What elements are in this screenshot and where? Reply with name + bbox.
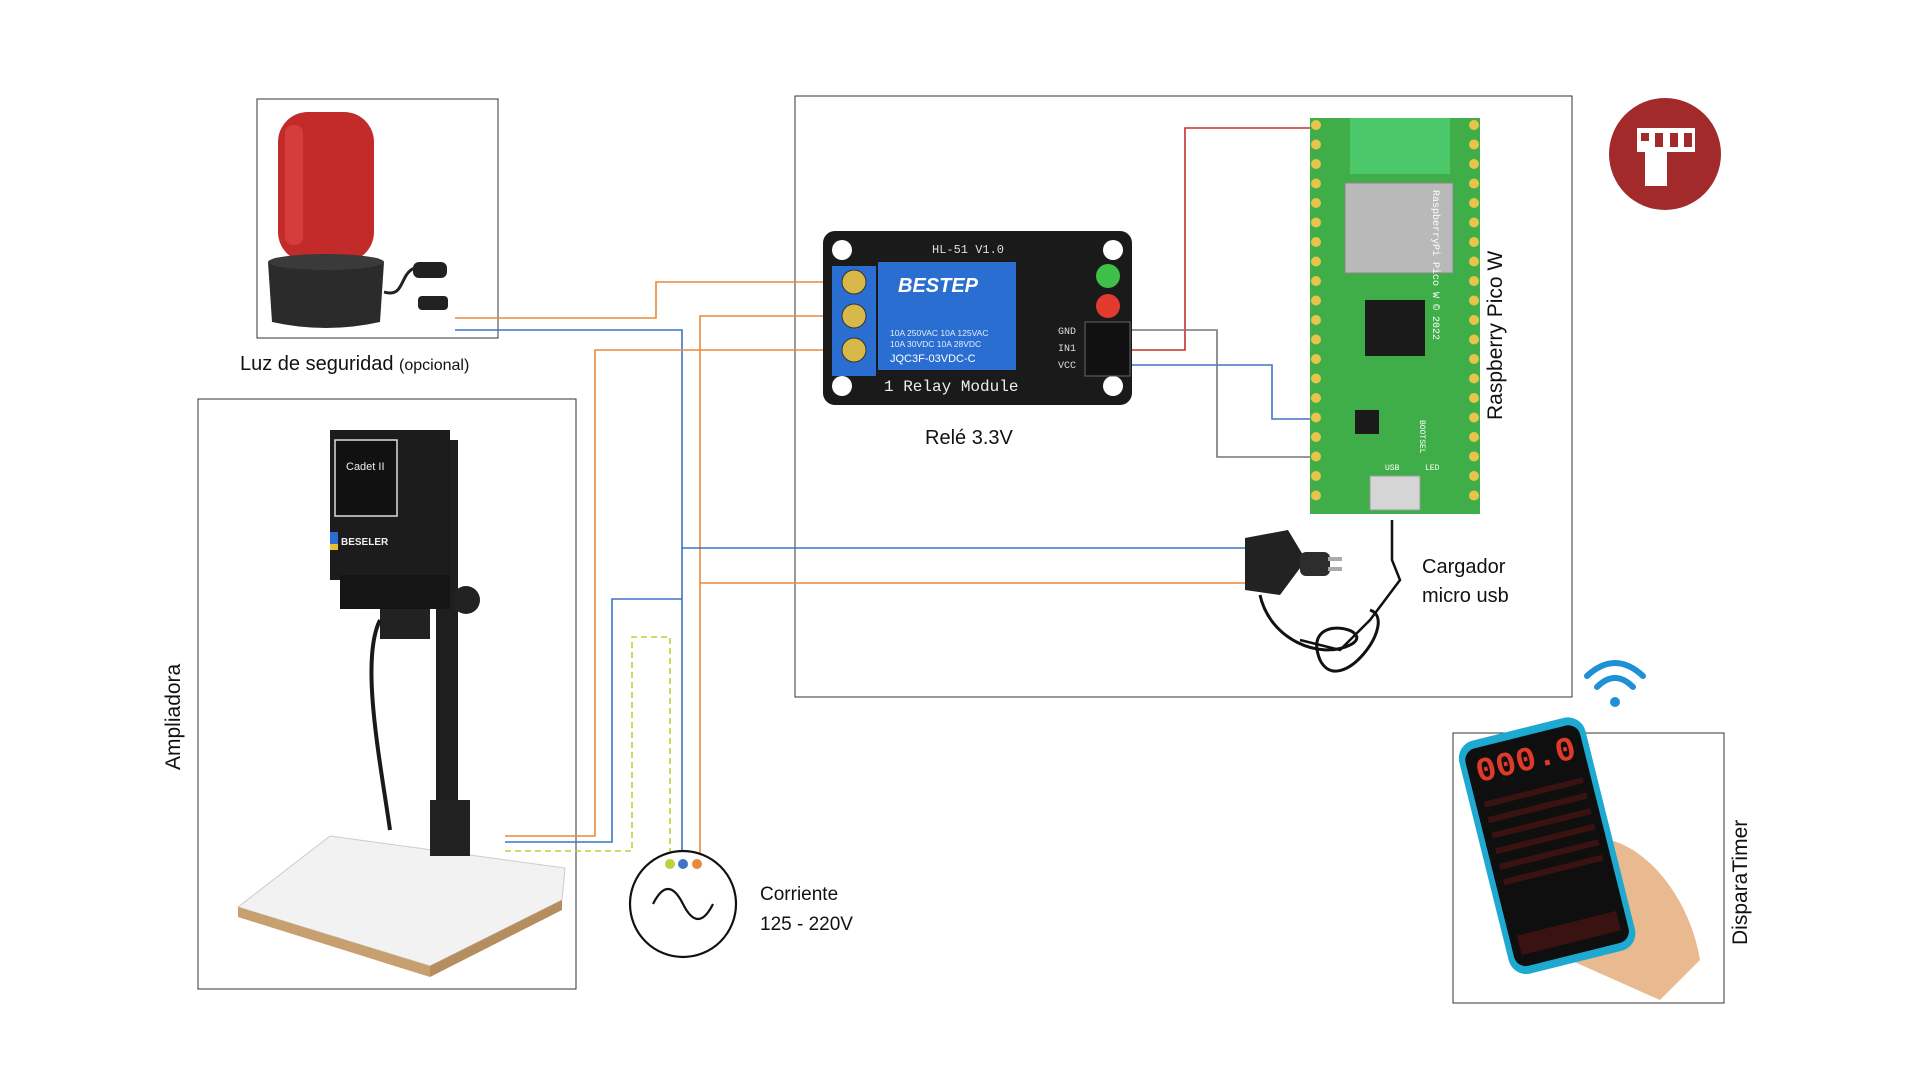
wire-blue-in1 bbox=[1130, 364, 1318, 420]
pico-pin bbox=[1469, 120, 1479, 130]
pico-pin bbox=[1469, 295, 1479, 306]
app-label: DisparaTimer bbox=[1729, 820, 1752, 945]
pico-pin bbox=[1311, 159, 1321, 169]
pico-pin bbox=[1469, 490, 1479, 501]
wire-gray-gnd bbox=[1130, 329, 1318, 458]
relay-brand-text: BESTEP bbox=[898, 275, 979, 297]
pico-pin bbox=[1469, 256, 1479, 267]
wire-orange-mains bbox=[699, 315, 832, 855]
charger-label-line1: Cargador bbox=[1422, 556, 1506, 578]
relay-pin-gnd: GND bbox=[1058, 327, 1076, 338]
relay-pin-vcc: VCC bbox=[1058, 361, 1076, 372]
pico-pin bbox=[1469, 315, 1479, 325]
wire-blue-light bbox=[455, 329, 683, 855]
pico-pin bbox=[1469, 432, 1479, 442]
relay-model-text: HL-51 V1.0 bbox=[932, 243, 1004, 257]
pico-pin bbox=[1469, 471, 1479, 481]
pico-pin bbox=[1469, 198, 1479, 208]
enlarger-model-text: Cadet II bbox=[346, 461, 385, 473]
relay-spec2-text: 10A 30VDC 10A 28VDC bbox=[890, 339, 981, 349]
wire-blue-enlarger bbox=[505, 598, 682, 843]
wire-ground bbox=[505, 636, 671, 855]
wires bbox=[455, 127, 1402, 855]
pico-pin bbox=[1469, 217, 1479, 228]
pico-pin bbox=[1311, 334, 1321, 345]
pico-pin bbox=[1469, 276, 1479, 286]
pico-pin bbox=[1311, 393, 1321, 403]
pico-pin bbox=[1311, 373, 1321, 384]
relay-pin-in1: IN1 bbox=[1058, 344, 1076, 355]
relay-label: Relé 3.3V bbox=[925, 427, 1013, 449]
pico-pins bbox=[1311, 120, 1479, 501]
power-label-line1: Corriente bbox=[760, 884, 838, 905]
phone-image: 000.0 bbox=[1458, 717, 1700, 1000]
pico-pin bbox=[1311, 432, 1321, 442]
charger-image bbox=[1245, 530, 1380, 673]
pico-pin bbox=[1311, 451, 1321, 462]
pico-silk-text: RaspberryPi Pico W © 2022 bbox=[1429, 190, 1441, 340]
pico-pin bbox=[1311, 139, 1321, 150]
pico-bootsel-text: BOOTSEL bbox=[1417, 420, 1426, 454]
relay-part-text: JQC3F-03VDC-C bbox=[890, 353, 976, 365]
safety-light-panel bbox=[256, 98, 499, 339]
pico-pin bbox=[1311, 256, 1321, 267]
pico-pin bbox=[1311, 412, 1321, 423]
pico-pin bbox=[1311, 354, 1321, 364]
enlarger-label: Ampliadora bbox=[162, 663, 185, 770]
pico-usb-text: USB bbox=[1385, 464, 1400, 473]
ac-power-icon bbox=[628, 849, 738, 959]
pico-pin bbox=[1469, 373, 1479, 384]
pico-pin bbox=[1469, 334, 1479, 345]
safety-light-label: Luz de seguridad (opcional) bbox=[240, 353, 469, 375]
pico-pin bbox=[1469, 412, 1479, 423]
pico-pin bbox=[1311, 237, 1321, 247]
wire-red-vcc bbox=[1130, 127, 1318, 351]
pico-pin bbox=[1311, 490, 1321, 501]
relay-module: HL-51 V1.0 BESTEP 10A 250VAC 10A 125VAC … bbox=[823, 231, 1132, 405]
wifi-icon bbox=[1584, 660, 1646, 707]
pico-label: Raspberry Pico W bbox=[1484, 251, 1507, 420]
wire-orange-light bbox=[455, 281, 832, 319]
pico-led-text: LED bbox=[1425, 464, 1440, 473]
pico-pin bbox=[1311, 178, 1321, 189]
app-panel bbox=[1452, 732, 1725, 1004]
pico-pin bbox=[1311, 471, 1321, 481]
safety-light-image bbox=[268, 112, 448, 328]
pico-board: RaspberryPi Pico W © 2022 BOOTSEL USB LE… bbox=[1310, 118, 1480, 514]
pico-pin bbox=[1311, 198, 1321, 208]
pico-pin bbox=[1469, 139, 1479, 150]
enlarger-brand-text: BESELER bbox=[341, 537, 389, 548]
pico-pin bbox=[1469, 393, 1479, 403]
wire-orange-enlarger bbox=[505, 349, 832, 837]
charger-label-line2: micro usb bbox=[1422, 585, 1509, 607]
pico-pin bbox=[1469, 451, 1479, 462]
relay-spec1-text: 10A 250VAC 10A 125VAC bbox=[890, 328, 988, 338]
enlarger-image: Cadet II BESELER bbox=[236, 430, 566, 977]
power-label-line2: 125 - 220V bbox=[760, 914, 853, 935]
pico-pin bbox=[1311, 276, 1321, 286]
enlarger-panel bbox=[197, 398, 577, 990]
pico-pin bbox=[1469, 178, 1479, 189]
darkroom-logo-icon bbox=[1609, 98, 1721, 210]
pico-pin bbox=[1311, 295, 1321, 306]
controller-panel bbox=[794, 95, 1573, 698]
pico-pin bbox=[1311, 120, 1321, 130]
pico-pin bbox=[1469, 237, 1479, 247]
pico-pin bbox=[1469, 354, 1479, 364]
pico-pin bbox=[1311, 315, 1321, 325]
pico-pin bbox=[1311, 217, 1321, 228]
pico-pin bbox=[1469, 159, 1479, 169]
relay-title-text: 1 Relay Module bbox=[884, 378, 1018, 396]
